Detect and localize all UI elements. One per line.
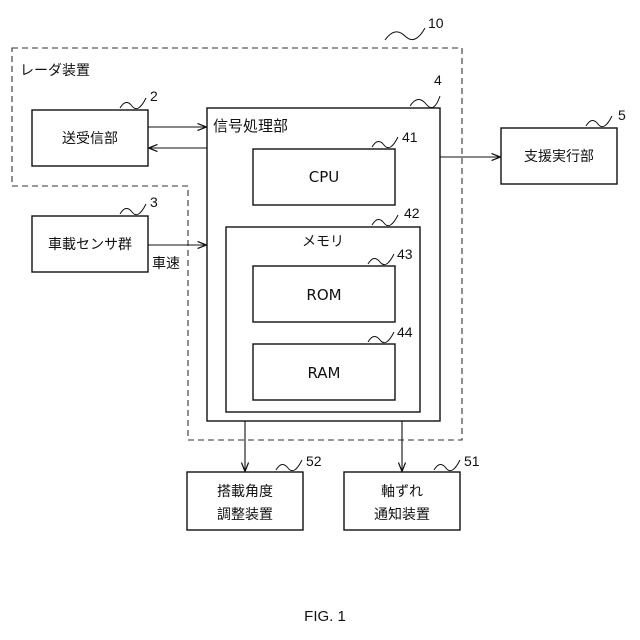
mount-adjust-ref-leader (276, 460, 302, 471)
misalign-notify-ref: 51 (464, 453, 480, 469)
mount-adjust-ref: 52 (306, 453, 322, 469)
memory-ref: 42 (404, 205, 420, 221)
radar-device-label: レーダ装置 (20, 63, 90, 79)
ram-label: RAM (307, 364, 340, 382)
ram-ref: 44 (397, 324, 413, 340)
support-unit-label: 支援実行部 (524, 149, 594, 165)
signal-processor-label: 信号処理部 (213, 117, 288, 135)
transceiver-label: 送受信部 (62, 131, 118, 147)
cpu-label: CPU (309, 168, 340, 186)
memory-label: メモリ (302, 234, 344, 250)
support-unit-ref: 5 (618, 107, 626, 123)
rom-label: ROM (306, 286, 341, 304)
transceiver-ref: 2 (150, 88, 158, 104)
rom-ref: 43 (397, 246, 413, 262)
misalign-notify-label-line1: 軸ずれ (381, 484, 423, 500)
transceiver-ref-leader (120, 98, 146, 109)
sensors-ref: 3 (150, 194, 158, 210)
figure-caption: FIG. 1 (304, 608, 346, 625)
radar-device-ref-leader (385, 28, 425, 40)
radar-device-ref: 10 (428, 15, 444, 31)
misalign-notify-label-line2: 通知装置 (374, 506, 430, 523)
cpu-ref: 41 (402, 129, 418, 145)
sensors-label: 車載センサ群 (48, 236, 132, 253)
mount-adjust-label-line1: 搭載角度 (217, 484, 273, 500)
misalign-notify-ref-leader (434, 460, 460, 471)
signal-processor-ref: 4 (434, 72, 442, 88)
mount-adjust-label-line2: 調整装置 (217, 507, 273, 523)
support-unit-ref-leader (586, 116, 612, 127)
signal-processor-ref-leader (410, 96, 440, 108)
sensors-ref-leader (120, 204, 146, 215)
vehicle-speed-signal-label: 車速 (152, 255, 180, 272)
